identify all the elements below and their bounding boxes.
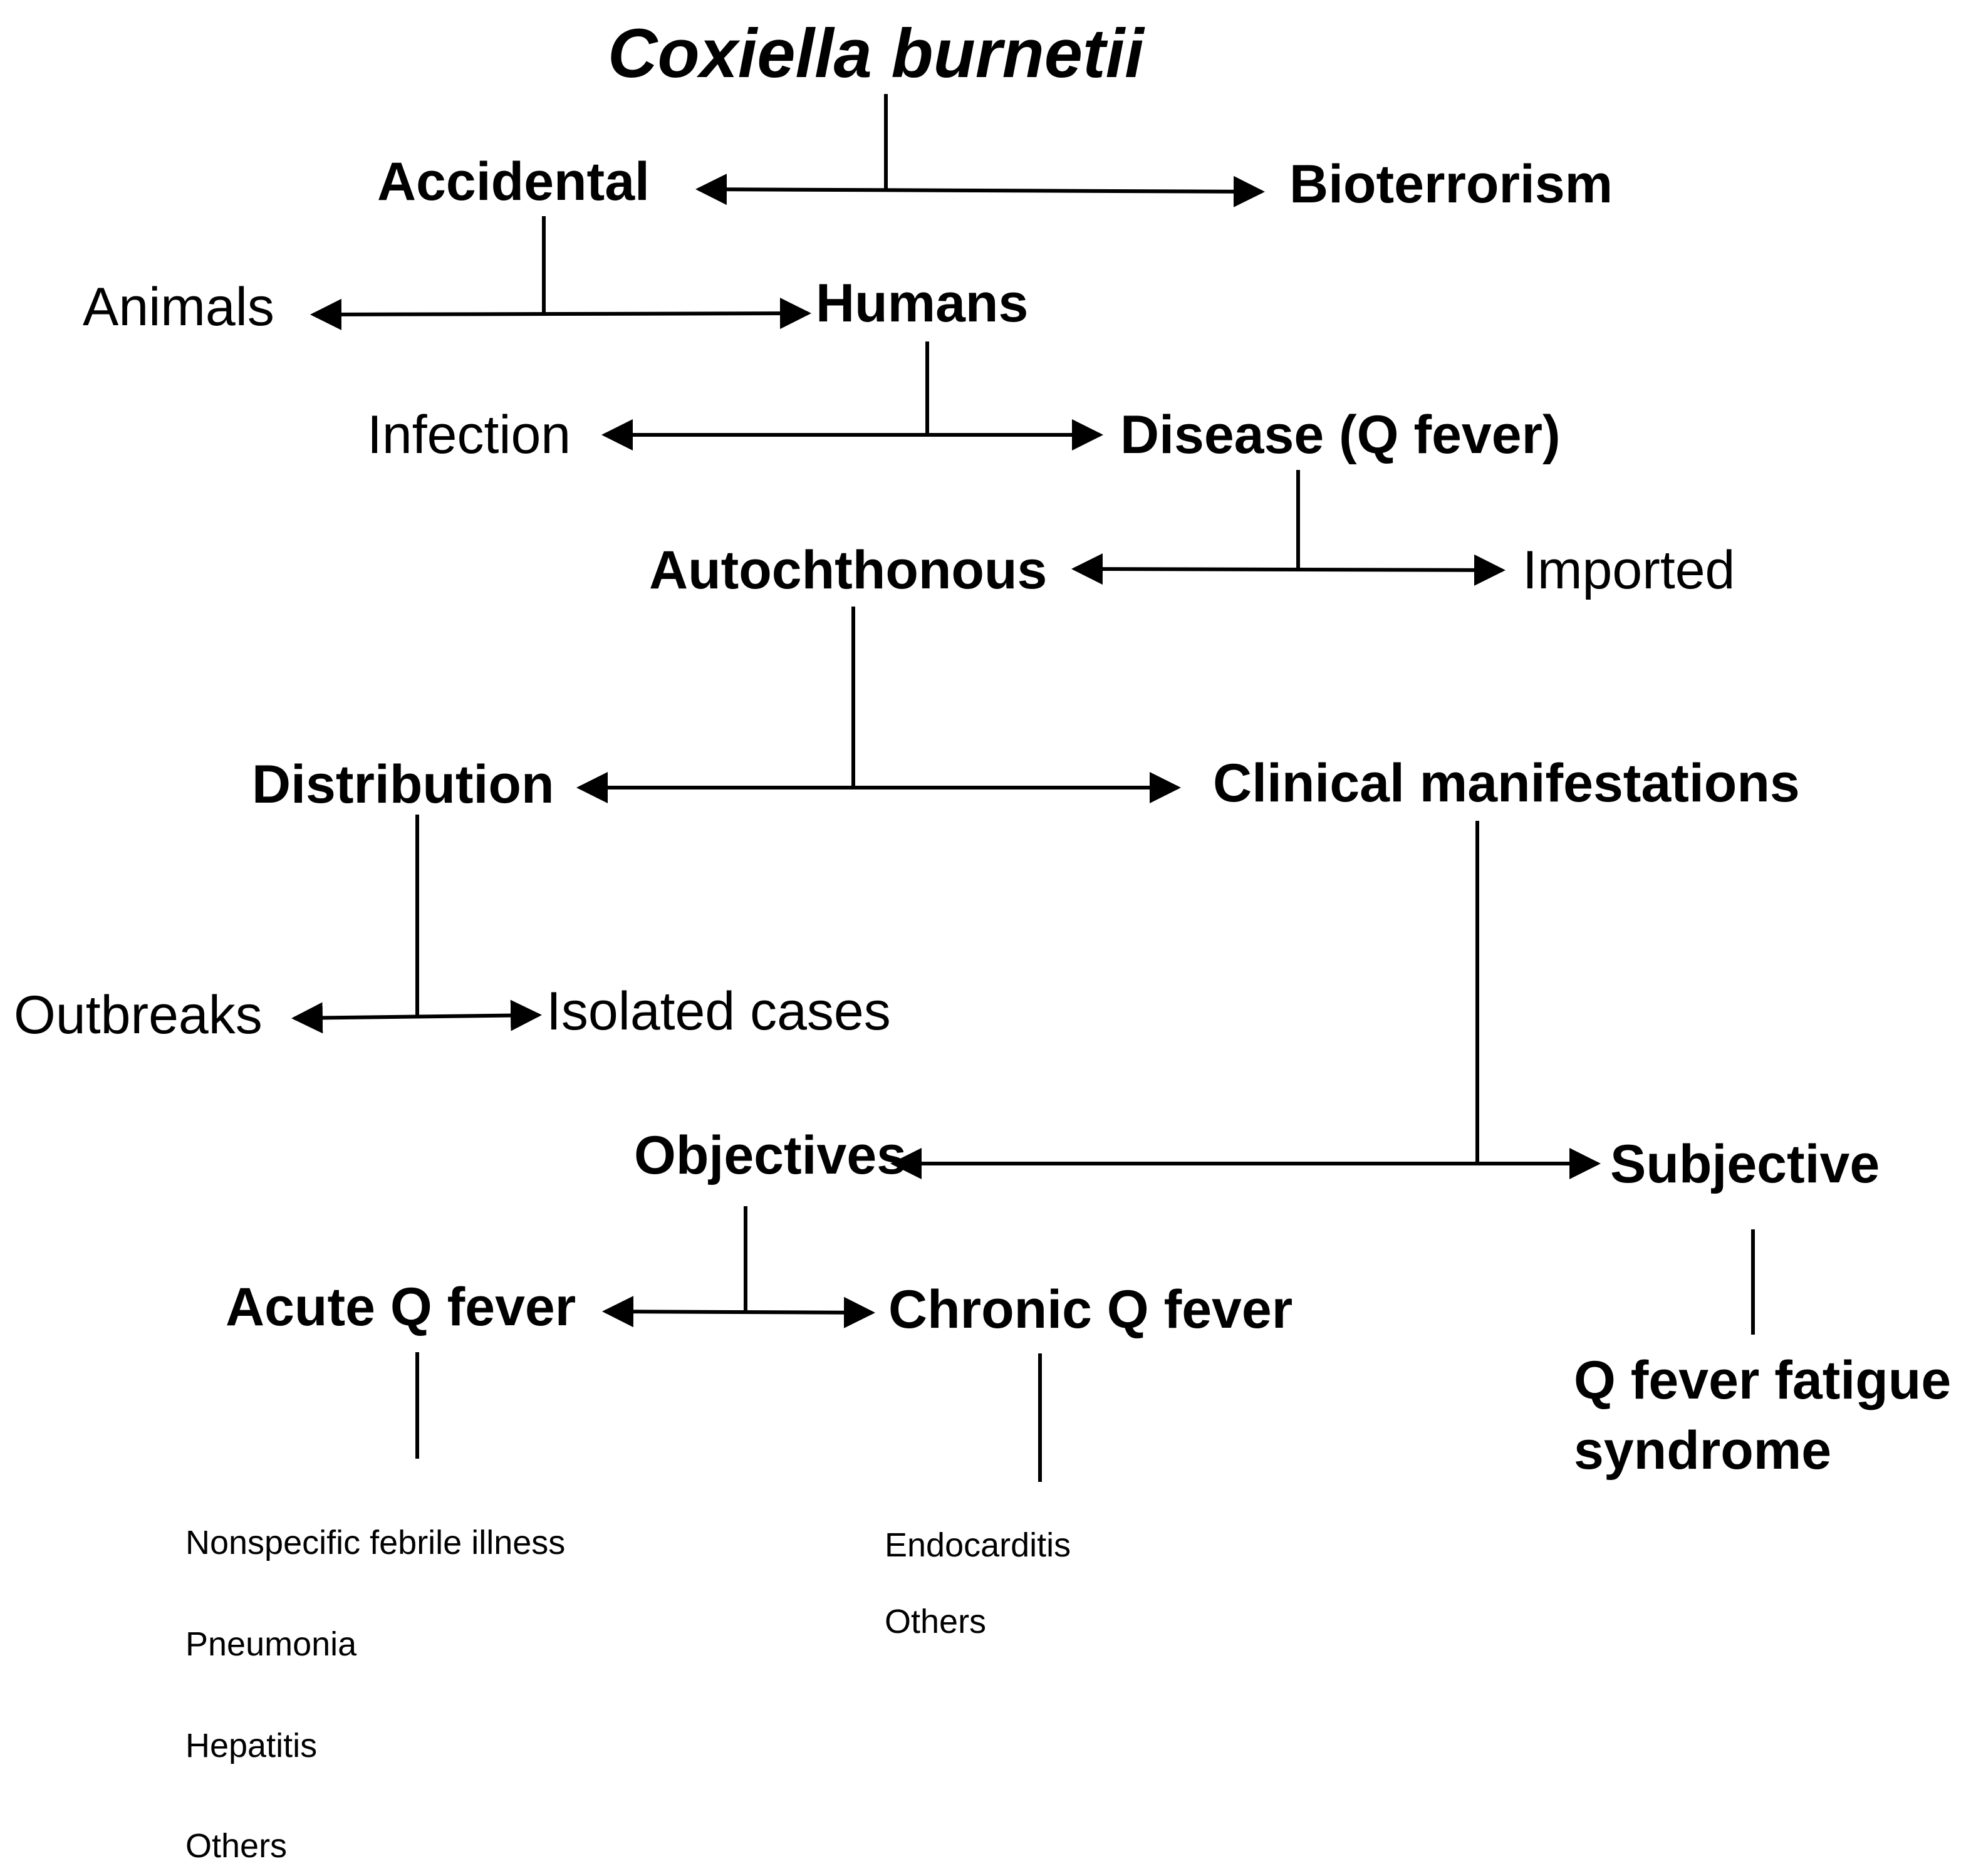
node-bioterrorism: Bioterrorism — [1289, 154, 1613, 214]
node-humans: Humans — [816, 273, 1029, 333]
acute-item: Pneumonia — [185, 1625, 357, 1663]
edge-animals-humans — [310, 298, 811, 330]
node-isolated-cases: Isolated cases — [546, 981, 891, 1041]
node-accidental: Accidental — [377, 152, 650, 212]
node-infection: Infection — [367, 405, 571, 465]
edge-acute-chronic — [602, 1296, 875, 1328]
acute-item: Others — [185, 1827, 288, 1865]
node-distribution: Distribution — [252, 754, 554, 815]
node-objectives: Objectives — [634, 1125, 907, 1186]
edge-accidental-bioterrorism — [695, 174, 1265, 207]
node-autochthonous: Autochthonous — [649, 540, 1048, 600]
acute-item: Hepatitis — [185, 1727, 318, 1764]
node-disease: Disease (Q fever) — [1120, 405, 1561, 465]
node-acute-q-fever: Acute Q fever — [226, 1277, 576, 1337]
edge-autochthonous-imported — [1071, 553, 1506, 586]
acute-item: Nonspecific febrile illness — [185, 1524, 566, 1561]
node-q-fever-fatigue-syndrome: Q fever fatigue syndrome — [1574, 1350, 1952, 1481]
chronic-item: Others — [885, 1603, 987, 1640]
node-chronic-q-fever: Chronic Q fever — [888, 1279, 1293, 1340]
node-clinical-manifestations: Clinical manifestations — [1213, 753, 1800, 813]
edge-outbreaks-isolated — [291, 999, 542, 1034]
node-outbreaks: Outbreaks — [14, 985, 263, 1045]
node-animals: Animals — [83, 277, 274, 337]
chronic-item: Endocarditis — [885, 1526, 1071, 1564]
node-subjective: Subjective — [1610, 1134, 1880, 1194]
diagram-title: Coxiella burnetii — [608, 15, 1144, 92]
node-imported: Imported — [1522, 540, 1735, 600]
